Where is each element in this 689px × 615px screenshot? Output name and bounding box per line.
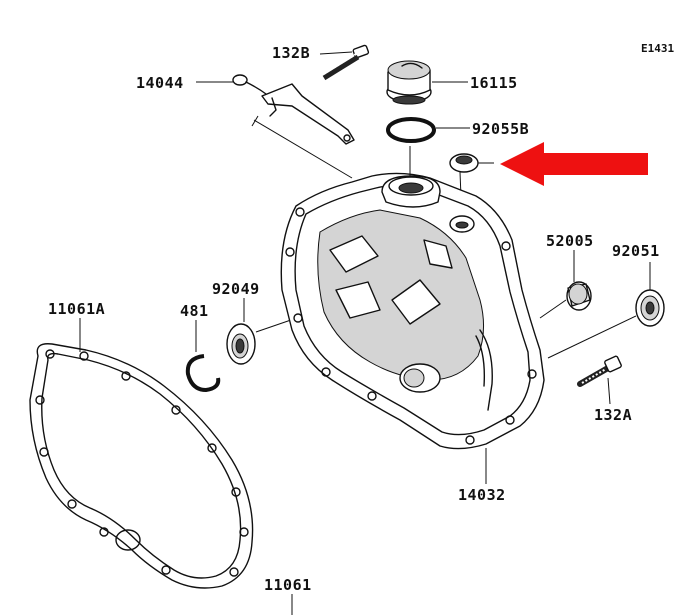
bushing-52005[interactable] (566, 281, 592, 311)
bolt-132b[interactable] (321, 44, 370, 81)
label-11061: 11061 (264, 576, 312, 594)
label-14044: 14044 (136, 74, 184, 92)
label-92049: 92049 (212, 280, 260, 298)
bolt-132a[interactable] (577, 355, 622, 387)
label-481: 481 (180, 302, 209, 320)
label-92051: 92051 (612, 242, 660, 260)
clutch-lever-14044[interactable] (232, 74, 355, 145)
oil-seal-highlighted[interactable] (449, 153, 479, 173)
label-52005: 52005 (546, 232, 594, 250)
label-132b: 132B (272, 44, 310, 62)
oil-seal-92049[interactable] (226, 323, 256, 365)
label-11061a: 11061A (48, 300, 105, 318)
label-132a: 132A (594, 406, 632, 424)
label-16115: 16115 (470, 74, 518, 92)
gasket-11061a[interactable] (29, 343, 254, 589)
clutch-cover-14032[interactable] (280, 172, 545, 450)
circlip-481[interactable] (185, 354, 221, 393)
oil-seal-92051[interactable] (635, 289, 665, 327)
label-92055b: 92055B (472, 120, 529, 138)
oil-cap-16115[interactable] (386, 60, 432, 105)
diagram-id: E1431 (641, 42, 674, 55)
label-14032: 14032 (458, 486, 506, 504)
o-ring-92055b[interactable] (386, 117, 436, 143)
pointer-arrow (500, 142, 648, 186)
